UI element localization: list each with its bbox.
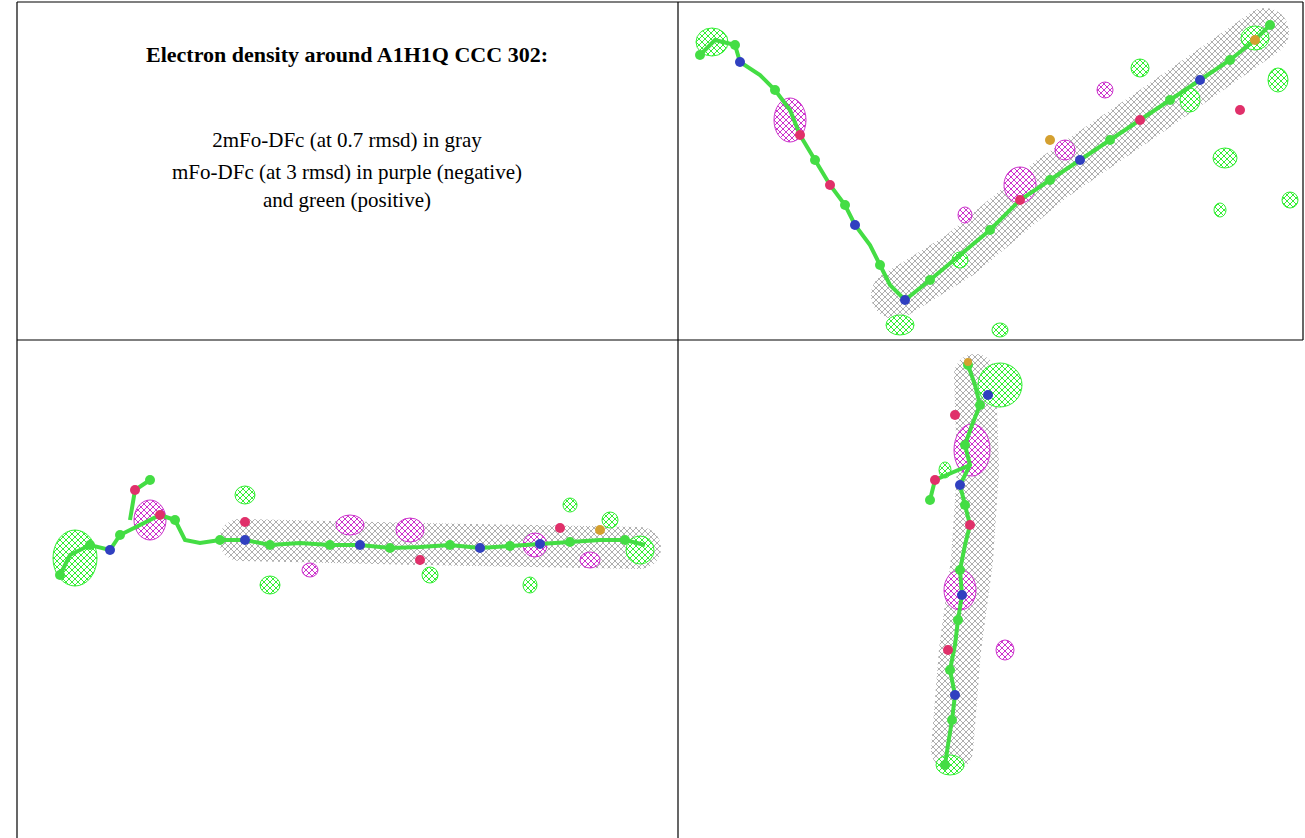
panel-bottom-left <box>53 475 654 594</box>
legend-line: 2mFo-DFc (at 0.7 rmsd) in gray <box>17 128 677 153</box>
panel-title: Electron density around A1H1Q CCC 302: <box>17 42 677 68</box>
panel-bottom-right <box>925 358 1022 775</box>
legend-line: mFo-DFc (at 3 rmsd) in purple (negative) <box>17 160 677 185</box>
panel-top-right <box>695 20 1298 337</box>
table-grid <box>17 2 1303 838</box>
legend-line: and green (positive) <box>17 188 677 213</box>
